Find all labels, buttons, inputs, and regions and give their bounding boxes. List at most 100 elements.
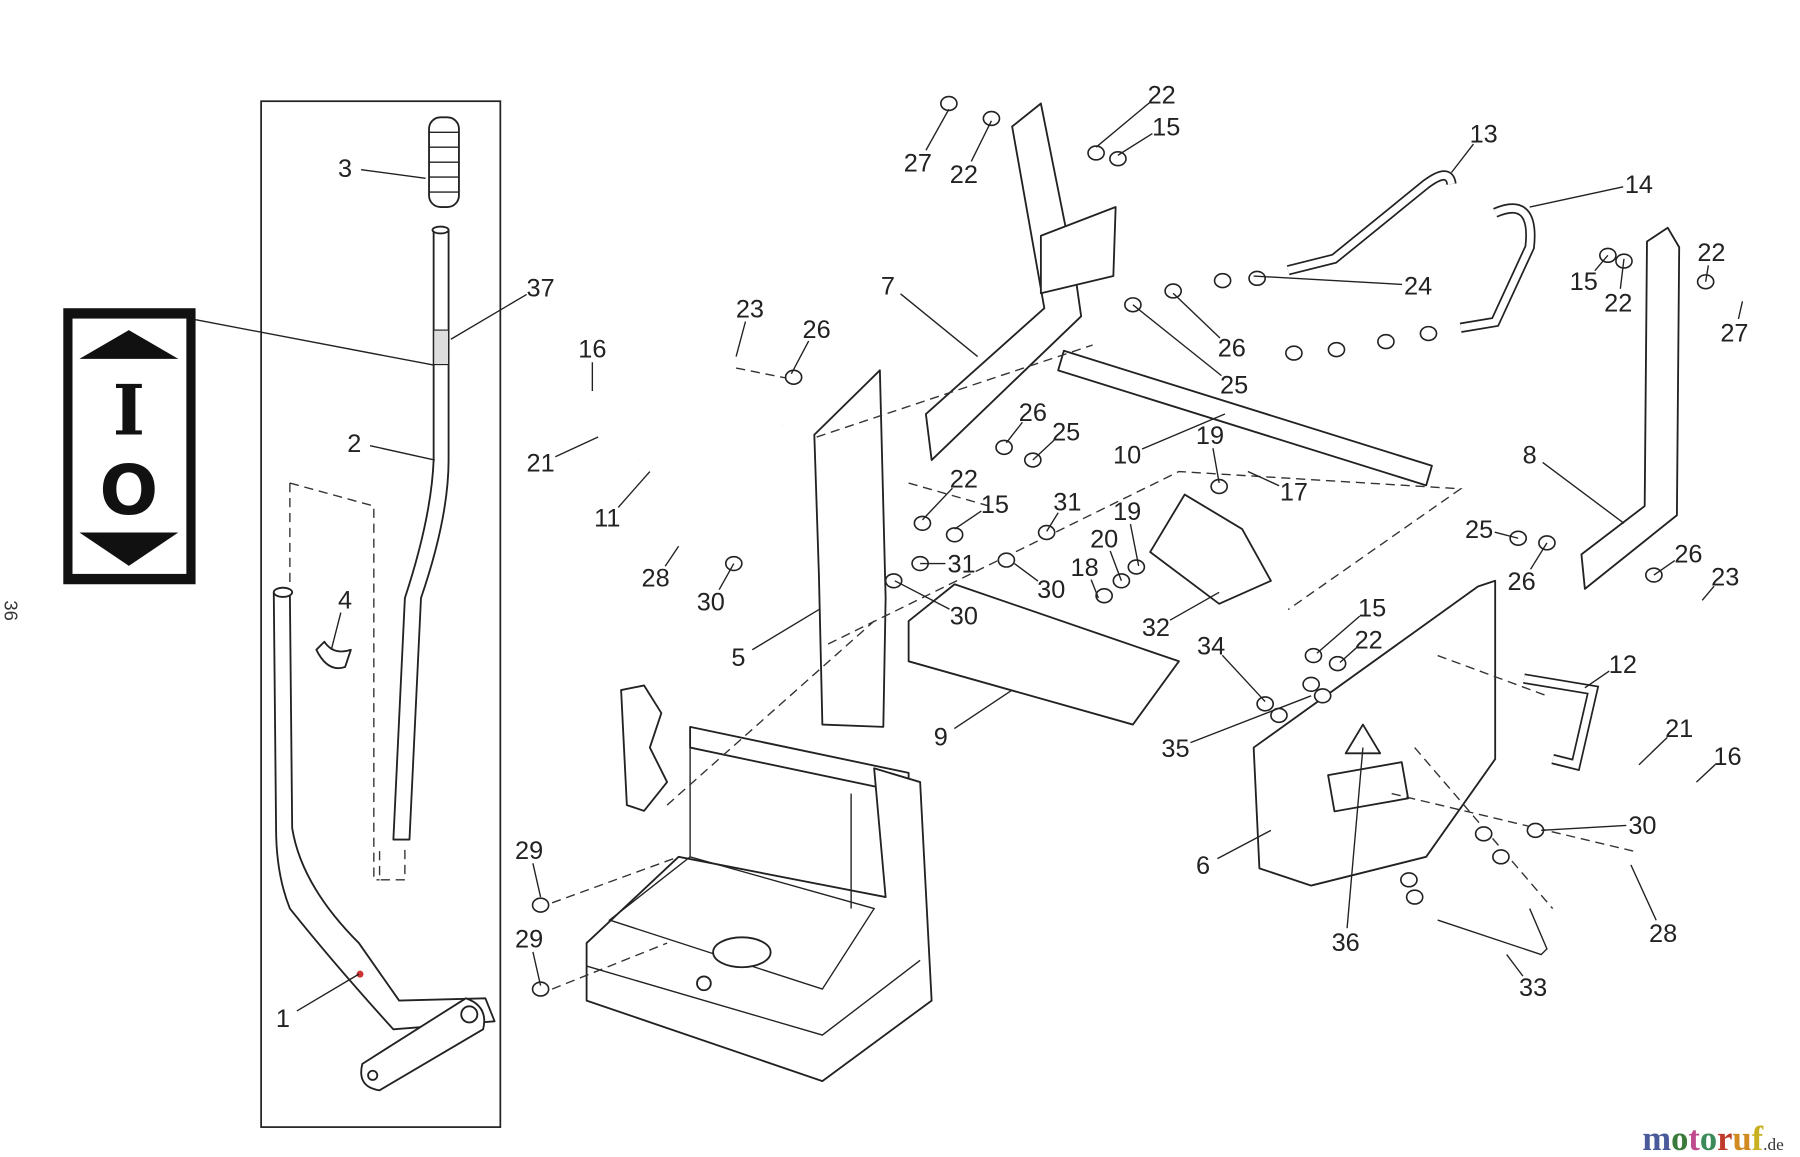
leader-line — [1638, 736, 1668, 766]
rod-10 — [1057, 349, 1433, 487]
leader-line — [532, 951, 542, 986]
bracket-9 — [907, 583, 1180, 726]
callout-label: 19 — [1196, 422, 1224, 450]
fastener — [1127, 559, 1146, 575]
leader-line — [1212, 448, 1220, 484]
leader-line — [664, 545, 680, 567]
leader-line — [1541, 824, 1627, 832]
fastener — [1164, 283, 1183, 299]
fastener — [1400, 872, 1418, 888]
fastener — [945, 527, 964, 543]
fastener — [1377, 333, 1395, 350]
callout-label: 37 — [527, 275, 555, 303]
watermark-letter: t — [1688, 1120, 1700, 1157]
fastener — [1248, 270, 1266, 287]
callout-label: 22 — [1604, 290, 1632, 318]
watermark-suffix: .de — [1763, 1135, 1784, 1154]
callout-label: 35 — [1161, 735, 1189, 763]
leader-line — [1316, 615, 1361, 654]
callout-label: 22 — [1697, 239, 1725, 267]
fastener — [1302, 676, 1321, 693]
callout-label: 8 — [1523, 441, 1537, 469]
callout-label: 11 — [594, 505, 620, 533]
fastener — [1526, 822, 1545, 839]
callout-label: 3 — [338, 155, 352, 183]
callout-label: 27 — [904, 149, 932, 177]
on-symbol: I — [113, 371, 145, 452]
callout-label: 27 — [1720, 320, 1748, 348]
callout-label: 33 — [1519, 974, 1547, 1002]
fastener — [1313, 688, 1332, 704]
fastener — [1109, 151, 1127, 167]
callout-label: 26 — [803, 316, 831, 344]
callout-label: 16 — [1713, 743, 1741, 771]
leader-line — [1630, 864, 1657, 921]
base-frame — [585, 684, 933, 1083]
callout-label: 15 — [1358, 594, 1386, 622]
callout-label: 21 — [1665, 715, 1693, 743]
leader-line — [1594, 254, 1609, 272]
leader-line — [1253, 275, 1403, 286]
handle-parts — [272, 116, 496, 1092]
fastener — [884, 573, 903, 589]
callout-label: 26 — [1019, 399, 1047, 427]
leader-line — [1346, 747, 1364, 929]
fastener — [784, 369, 803, 385]
watermark-letter: m — [1642, 1120, 1671, 1157]
leader-line — [751, 608, 820, 651]
page-number: 36 — [1, 600, 22, 620]
callout-label: 23 — [736, 295, 764, 323]
callout-label: 28 — [1649, 920, 1677, 948]
leader-line — [1132, 304, 1222, 377]
callout-label: 30 — [950, 603, 978, 631]
fastener — [1285, 345, 1303, 361]
leader-line — [1494, 531, 1519, 539]
leader-line — [1653, 560, 1676, 576]
callout-label: 25 — [1052, 418, 1080, 446]
watermark-logo: motoruf.de — [1642, 1120, 1784, 1157]
fastener — [913, 515, 932, 532]
callout-label: 36 — [1332, 929, 1360, 957]
leader-line — [1109, 550, 1123, 582]
callout-label: 26 — [1508, 568, 1536, 596]
callout-label: 2 — [347, 430, 361, 458]
callout-label: 30 — [1628, 812, 1656, 840]
callout-label: 16 — [578, 336, 606, 364]
callout-label: 17 — [1280, 478, 1308, 506]
leader-line — [1247, 470, 1280, 487]
watermark-letter: f — [1752, 1120, 1764, 1157]
leader-line — [1005, 421, 1023, 444]
fastener — [995, 439, 1013, 456]
callout-label: 6 — [1196, 852, 1210, 880]
callout-label: 23 — [1711, 563, 1739, 591]
callout-label: 10 — [1113, 441, 1141, 469]
leader-line — [735, 321, 747, 357]
fastener — [1405, 889, 1424, 905]
leader-line — [1172, 292, 1221, 339]
side-plate-5 — [813, 369, 887, 728]
callout-label: 19 — [1113, 498, 1141, 526]
pedal-lever-7 — [924, 102, 1083, 461]
leader-line — [1169, 591, 1220, 621]
arrow-up-icon — [79, 330, 179, 359]
leader-line — [921, 487, 953, 521]
callout-label: 24 — [1404, 272, 1432, 300]
hardware — [531, 95, 1715, 997]
callout-label: 31 — [1053, 489, 1081, 517]
fastener — [1474, 826, 1493, 842]
callout-label: 25 — [1465, 516, 1493, 544]
leader-line — [1141, 413, 1226, 450]
leader-line — [1506, 954, 1524, 977]
leader-line — [1529, 186, 1624, 208]
leader-line — [718, 563, 735, 591]
leader-line — [1129, 524, 1140, 566]
leader-line — [369, 445, 435, 461]
watermark-letter: u — [1732, 1120, 1751, 1157]
leader-line — [1014, 562, 1039, 582]
callout-label: 34 — [1197, 632, 1225, 660]
leader-line — [555, 436, 599, 458]
bracket-32 — [1149, 493, 1272, 605]
leader-line — [1737, 301, 1744, 320]
callout-label: 29 — [515, 926, 543, 954]
